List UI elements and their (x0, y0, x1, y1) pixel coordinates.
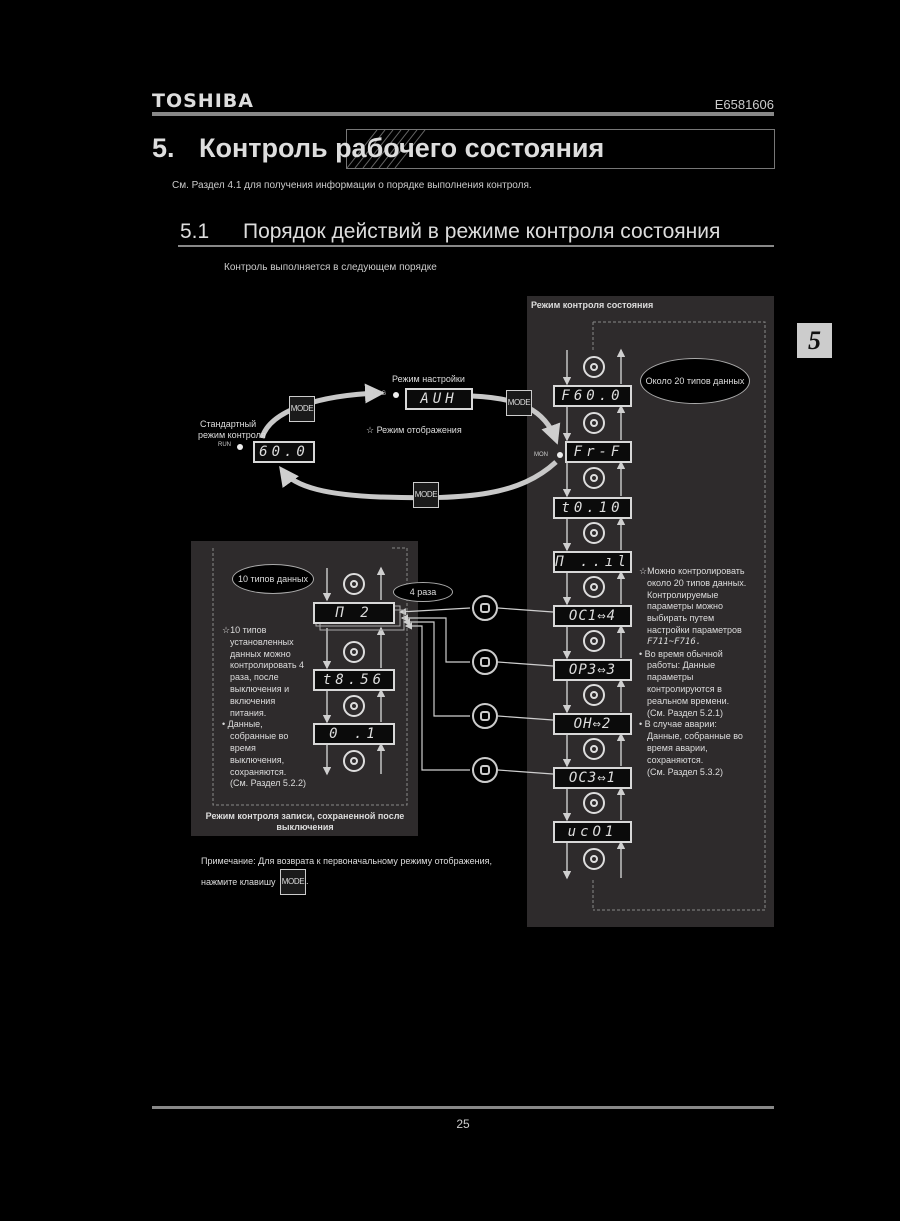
dial-icon (583, 630, 605, 652)
mode-button[interactable]: MODE (506, 390, 532, 416)
status-display-9: ucO1 (553, 821, 632, 843)
display-mode-note: ☆ Режим отображения (366, 425, 462, 435)
knob-button[interactable] (472, 757, 498, 783)
trip-ellipse: 10 типов данных (232, 564, 314, 594)
section-number: 5. (152, 133, 175, 163)
trip-panel-title: Режим контроля записи, сохраненной после… (205, 811, 405, 832)
prg-led-label: PRG (373, 391, 387, 397)
page-number: 25 (456, 1117, 470, 1131)
status-display-1: F60.0 (553, 385, 632, 407)
brand-logo: TOSHIBA (152, 90, 254, 112)
mon-led-label: MON (534, 452, 548, 458)
subsection-rule (178, 245, 774, 247)
dial-icon (343, 695, 365, 717)
status-notes: ☆Можно контролировать около 20 типов дан… (639, 566, 747, 777)
knob-button[interactable] (472, 649, 498, 675)
dial-icon (583, 848, 605, 870)
status-display-5: OC1⇔4 (553, 605, 632, 627)
status-panel-title: Режим контроля состояния (531, 300, 654, 310)
prg-led-icon (393, 392, 399, 398)
section-title-frame (346, 129, 775, 169)
dial-icon (583, 356, 605, 378)
mode-button[interactable]: MODE (289, 396, 315, 422)
trip-notes: ☆10 типов установленных данных можно кон… (222, 625, 306, 789)
dial-icon (583, 684, 605, 706)
dial-icon (583, 412, 605, 434)
status-display-2: Fr-F (565, 441, 632, 463)
status-display-6: OP3⇔3 (553, 659, 632, 681)
dial-icon (583, 738, 605, 760)
footnote-period: . (306, 876, 309, 886)
chapter-tab[interactable]: 5 (797, 323, 832, 358)
subsection-subtitle: Контроль выполняется в следующем порядке (224, 262, 437, 273)
setup-mode-label: Режим настройки (392, 374, 465, 384)
mon-led-icon (557, 452, 563, 458)
knob-button[interactable] (472, 595, 498, 621)
section-title: Контроль рабочего состояния (199, 133, 605, 163)
standard-mode-label-1: Стандартный (200, 419, 257, 429)
standard-display: 60.0 (253, 441, 315, 463)
trip-display-2: t8.56 (313, 669, 395, 691)
dial-icon (343, 750, 365, 772)
status-display-3: t0.10 (553, 497, 632, 519)
knob-button[interactable] (472, 703, 498, 729)
hatch-decoration (347, 130, 426, 168)
status-display-4: П ..ıl (553, 551, 632, 573)
trip-display-1: П 2 (313, 602, 395, 624)
mode-button[interactable]: MODE (280, 869, 306, 895)
section-intro: См. Раздел 4.1 для получения информации … (172, 180, 532, 191)
dial-icon (343, 641, 365, 663)
status-ellipse: Около 20 типов данных (640, 358, 750, 404)
dial-icon (583, 576, 605, 598)
dial-icon (583, 792, 605, 814)
dial-icon (583, 522, 605, 544)
mode-button[interactable]: MODE (413, 482, 439, 508)
subsection-number: 5.1 (180, 220, 210, 243)
standard-mode-label-2: режим контроля (198, 430, 266, 440)
status-display-8: OC3⇔1 (553, 767, 632, 789)
footer-rule (152, 1106, 774, 1109)
header-rule (152, 112, 774, 116)
status-display-7: OH⇔2 (553, 713, 632, 735)
dial-icon (583, 467, 605, 489)
footnote-line-2: нажмите клавишу (201, 877, 276, 887)
dial-icon (343, 573, 365, 595)
setup-display: AUH (405, 388, 473, 410)
times-ellipse: 4 раза (393, 582, 453, 602)
subsection-title: Порядок действий в режиме контроля состо… (243, 220, 721, 243)
run-led-label: RUN (218, 442, 231, 448)
document-number: E6581606 (714, 97, 774, 112)
trip-display-3: 0 .1 (313, 723, 395, 745)
run-led-icon (237, 444, 243, 450)
footnote-line-1: Примечание: Для возврата к первоначально… (201, 856, 492, 866)
